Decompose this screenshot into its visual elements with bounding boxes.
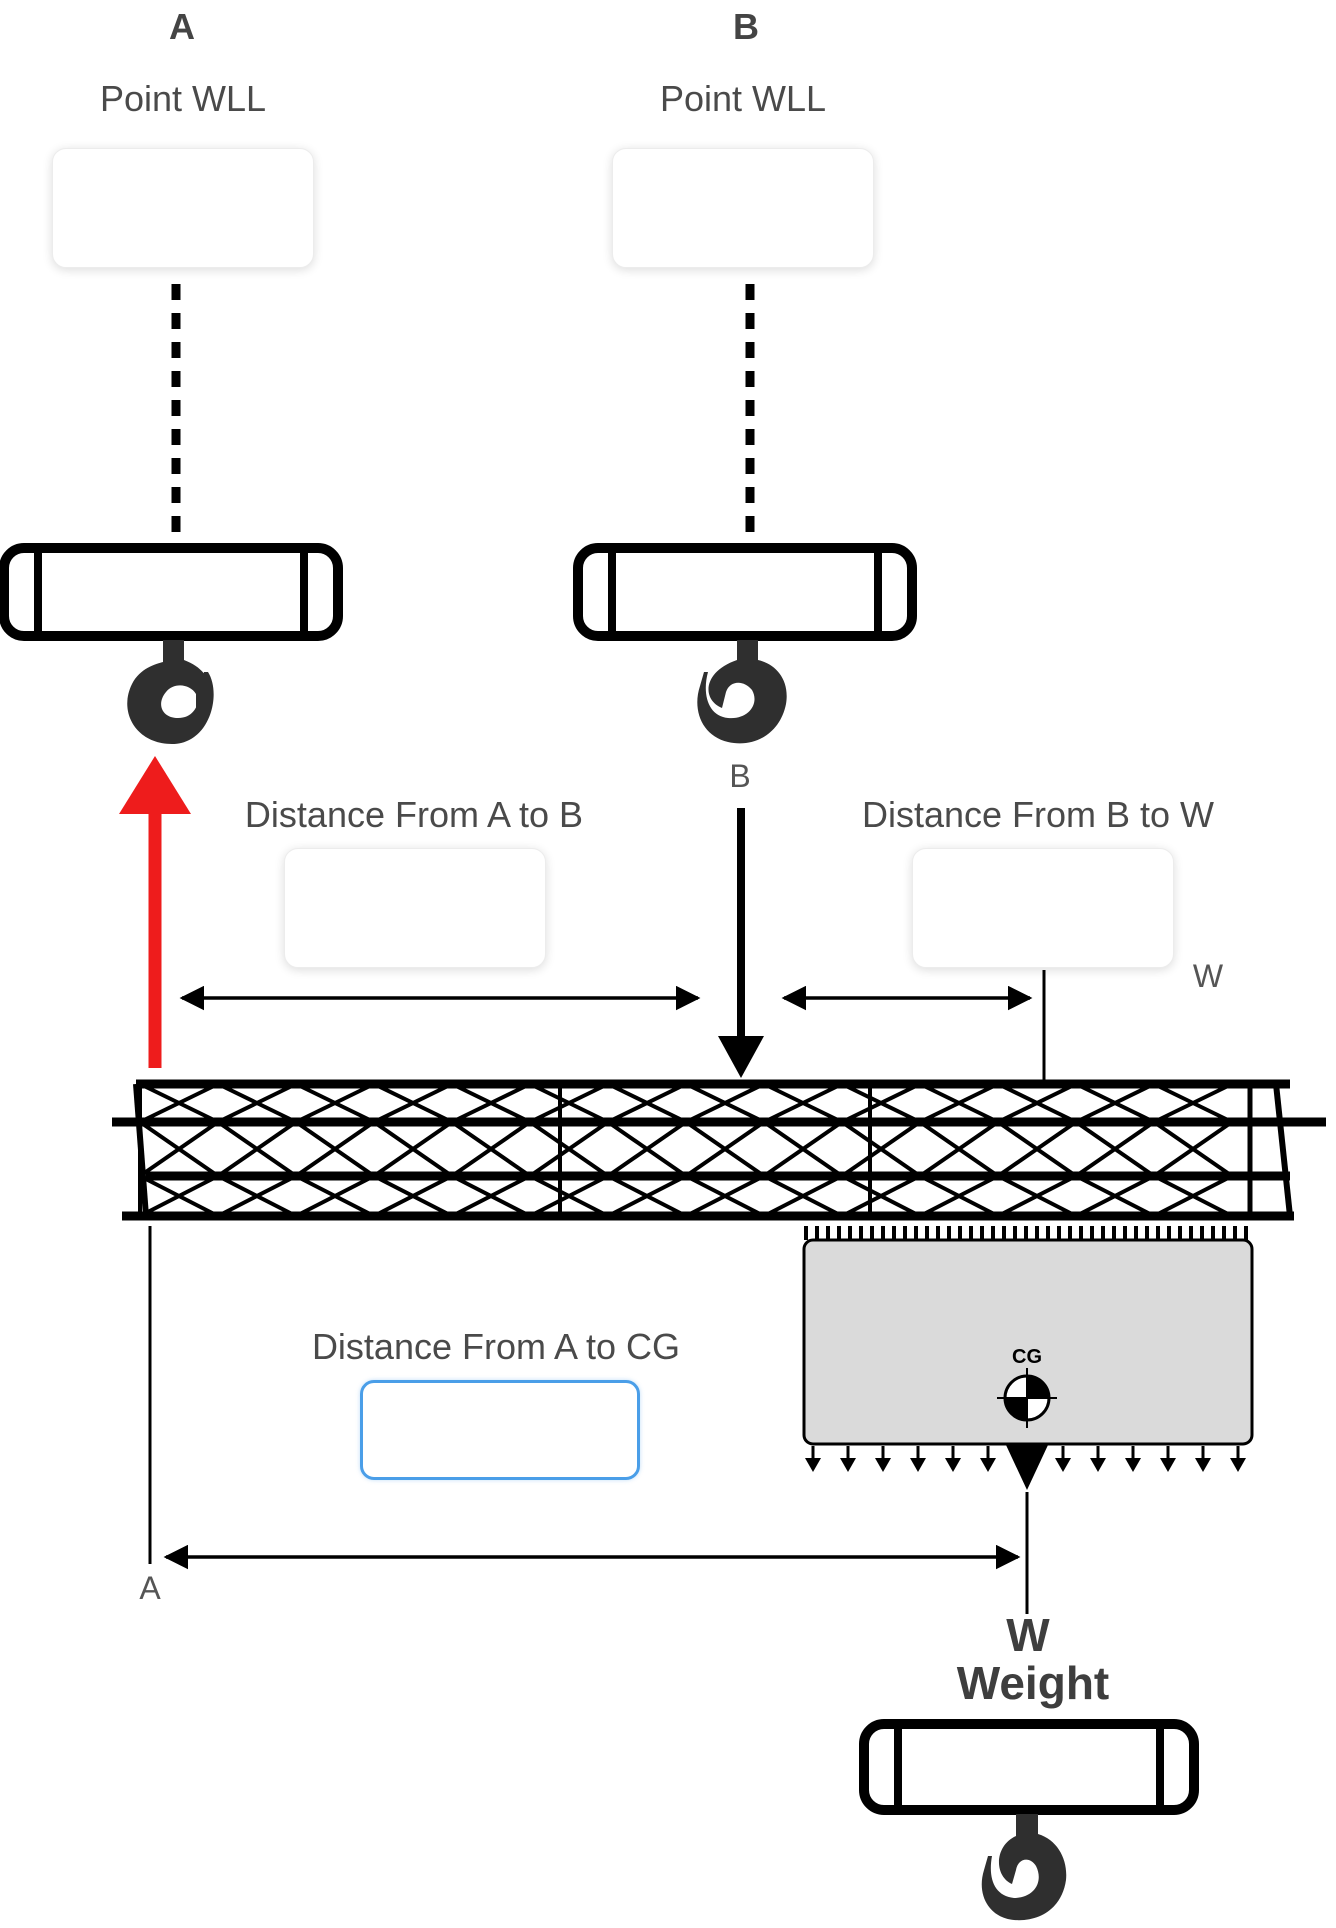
- weight-hoist-icon: [859, 1719, 1199, 1815]
- weight-hook-icon: [981, 1814, 1067, 1921]
- distance-b-to-w-label: Distance From B to W: [861, 794, 1215, 835]
- distance-a-to-cg-label: Distance From A to CG: [311, 1326, 681, 1367]
- point-b-wll-input[interactable]: [612, 148, 874, 268]
- truss: [112, 1079, 1326, 1221]
- load-arrow-b: [718, 808, 764, 1078]
- distance-a-to-cg-input[interactable]: [360, 1380, 640, 1480]
- hoist-a-icon: [0, 543, 343, 641]
- reaction-arrow-a: [119, 756, 191, 1068]
- load-block: [802, 1226, 1254, 1490]
- cg-symbol-icon: [997, 1368, 1057, 1428]
- w-marker-right: W: [1192, 958, 1224, 994]
- point-b-marker: B: [729, 758, 751, 794]
- a-marker-bottom: A: [139, 1570, 161, 1606]
- hook-a-icon: [127, 640, 214, 744]
- distance-b-to-w-input[interactable]: [912, 848, 1174, 968]
- distance-a-to-b-label: Distance From A to B: [244, 794, 584, 835]
- point-b-letter: B: [733, 6, 759, 47]
- weight-label: Weight: [956, 1657, 1110, 1709]
- hook-b-icon: [697, 640, 787, 744]
- point-a-wll-label: Point WLL: [99, 78, 267, 119]
- point-a-letter: A: [169, 6, 195, 47]
- point-a-wll-input[interactable]: [52, 148, 314, 268]
- cg-label: CG: [1012, 1346, 1042, 1368]
- hoist-b-icon: [573, 543, 917, 641]
- distance-a-to-b-input[interactable]: [284, 848, 546, 968]
- w-marker-bottom: W: [1006, 1609, 1050, 1661]
- point-b-wll-label: Point WLL: [659, 78, 827, 119]
